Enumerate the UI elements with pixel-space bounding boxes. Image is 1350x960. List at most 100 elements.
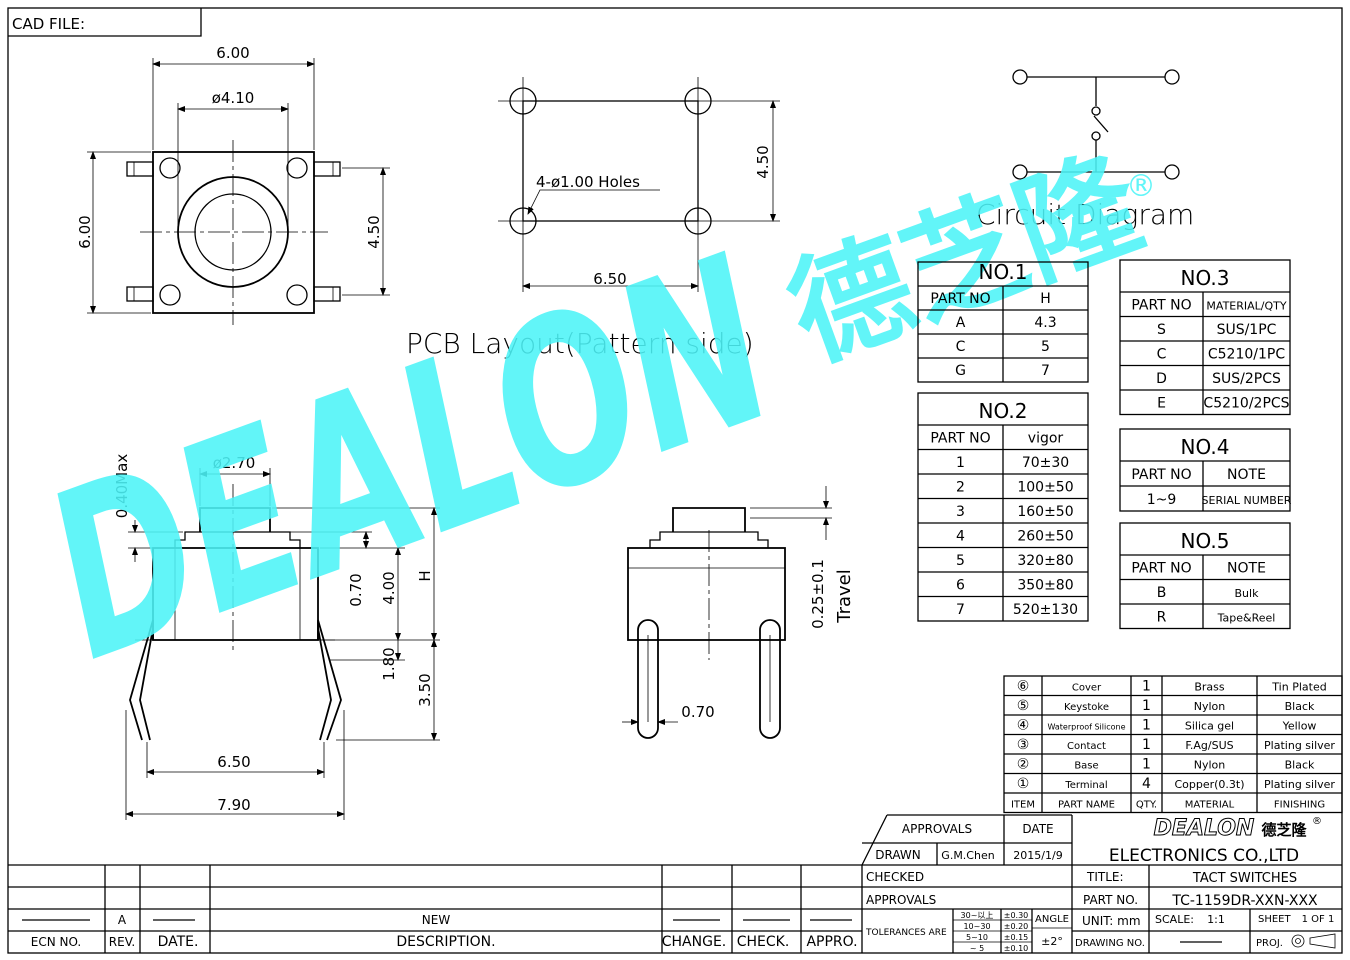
bom-cell: ③: [1017, 737, 1030, 753]
bom-cell: ②: [1017, 757, 1030, 773]
table-cell: Tape&Reel: [1217, 612, 1276, 625]
table-cell: C5210/1PC: [1208, 347, 1285, 363]
table-cell: C5210/2PCS: [1203, 396, 1289, 412]
drawn-by: G.M.Chen: [941, 849, 994, 862]
angle-value: ±2°: [1041, 935, 1063, 948]
table-cell: 7: [1041, 363, 1050, 379]
table-cell: B: [1157, 585, 1167, 601]
table-cell: 1: [956, 455, 965, 471]
appro-header: APPRO.: [806, 934, 857, 950]
scale-label: SCALE:: [1155, 913, 1194, 926]
table-cell: 4: [956, 529, 965, 545]
title-block: APPROVALS DATE DRAWN G.M.Chen 2015/1/9 C…: [861, 814, 1342, 953]
table-header-value: NOTE: [1227, 561, 1266, 577]
bom-header: MATERIAL: [1185, 800, 1235, 811]
table-cell: R: [1157, 610, 1167, 626]
table-cell: 260±50: [1017, 529, 1073, 545]
company-logo-reg: ®: [1312, 816, 1322, 827]
projection-symbol-icon: [1291, 933, 1336, 949]
bom-cell: Brass: [1194, 681, 1225, 694]
tol-value-3: ±0.15: [1004, 933, 1029, 942]
sheet-value: 1 OF 1: [1302, 914, 1335, 925]
dim-width-6: 6.00: [216, 44, 249, 62]
bom-cell: Tin Plated: [1271, 681, 1326, 694]
bom-cell: Yellow: [1282, 720, 1317, 733]
cad-file-label: CAD FILE:: [12, 15, 85, 33]
company-logo-cn: 德芝隆: [1261, 821, 1307, 839]
table-header-part: PART NO: [930, 291, 990, 307]
bom-cell: 1: [1142, 757, 1151, 773]
dim-pin-width: 0.70: [681, 703, 714, 721]
table-cell: SUS/2PCS: [1212, 371, 1281, 387]
circuit-diagram: Circuit Diagram: [976, 69, 1194, 231]
title-label: TITLE:: [1086, 870, 1124, 884]
travel-label: Travel: [834, 569, 855, 624]
ecn-no-header: ECN NO.: [31, 935, 82, 949]
date-label: DATE: [1022, 822, 1053, 836]
pcb-dim-height: 4.50: [754, 145, 772, 178]
date-header: DATE.: [158, 934, 199, 950]
table-cell: 520±130: [1013, 602, 1078, 618]
dim-button-dia: ø4.10: [212, 89, 255, 107]
watermark-brand: DEALON: [17, 208, 804, 712]
table-header-part: PART NO: [1131, 467, 1191, 483]
pcb-dim-width: 6.50: [593, 270, 626, 288]
bom-cell: Terminal: [1064, 780, 1107, 791]
tol-value-4: ±0.10: [1004, 944, 1029, 953]
bom-header: PART NAME: [1058, 800, 1115, 811]
table-title: NO.1: [979, 260, 1028, 284]
table-cell: 100±50: [1017, 480, 1073, 496]
dim-040max: 0.40Max: [113, 454, 131, 519]
tol-range-2: 10~30: [963, 922, 990, 931]
unit-label: UNIT: mm: [1082, 914, 1141, 928]
dim-pin-pitch: 4.50: [365, 215, 383, 248]
dim-650: 6.50: [217, 753, 250, 771]
bom-cell: Silica gel: [1185, 720, 1234, 733]
part-no-label: PART NO.: [1083, 893, 1138, 907]
bom-cell: Black: [1285, 700, 1315, 713]
angle-label: ANGLE: [1035, 914, 1069, 925]
pcb-layout: 4-ø1.00 Holes 4.50 6.50 PCB Layout(Patte…: [406, 77, 780, 360]
table-cell: SUS/1PC: [1217, 322, 1277, 338]
drawn-date: 2015/1/9: [1013, 849, 1062, 862]
cad-file-box: CAD FILE:: [8, 8, 202, 37]
table-cell: 70±30: [1022, 455, 1069, 471]
bom-cell: 1: [1142, 679, 1151, 695]
table-cell: 350±80: [1017, 578, 1073, 594]
table-header-part: PART NO: [1131, 561, 1191, 577]
bom-cell: Base: [1074, 761, 1098, 772]
approvals2-label: APPROVALS: [866, 893, 936, 907]
description-header: DESCRIPTION.: [396, 934, 495, 950]
table-cell: 6: [956, 578, 965, 594]
proj-label: PROJ.: [1256, 938, 1283, 949]
dim-plunger-dia: ø2.70: [213, 454, 256, 472]
table-cell: D: [1156, 371, 1167, 387]
circuit-title: Circuit Diagram: [976, 198, 1194, 231]
table-cell: 160±50: [1017, 504, 1073, 520]
bom-cell: ⑤: [1017, 698, 1030, 714]
company-name: ELECTRONICS CO.,LTD: [1109, 846, 1299, 866]
table-cell: SERIAL NUMBER: [1202, 494, 1292, 507]
bom-cell: Keystoke: [1064, 702, 1109, 713]
bom-cell: Nylon: [1194, 700, 1226, 713]
bom-cell: Black: [1285, 759, 1315, 772]
checked-label: CHECKED: [866, 870, 924, 884]
table-header-part: PART NO: [930, 431, 990, 447]
table-title: NO.3: [1181, 266, 1230, 290]
bom-header: ITEM: [1011, 800, 1035, 811]
tol-range-1: 30~以上: [961, 911, 994, 920]
dim-350: 3.50: [416, 673, 434, 706]
company-logo: DEALON: [1154, 816, 1255, 841]
scale-value: 1:1: [1207, 913, 1225, 926]
bom-cell: 1: [1142, 718, 1151, 734]
table-cell: S: [1157, 322, 1166, 338]
drawn-label: DRAWN: [875, 848, 921, 862]
table-cell: 5: [1041, 339, 1050, 355]
bom-cell: ①: [1017, 776, 1030, 792]
rev-value: A: [118, 913, 127, 927]
bom-cell: F.Ag/SUS: [1185, 739, 1233, 752]
approvals-label: APPROVALS: [902, 822, 972, 836]
